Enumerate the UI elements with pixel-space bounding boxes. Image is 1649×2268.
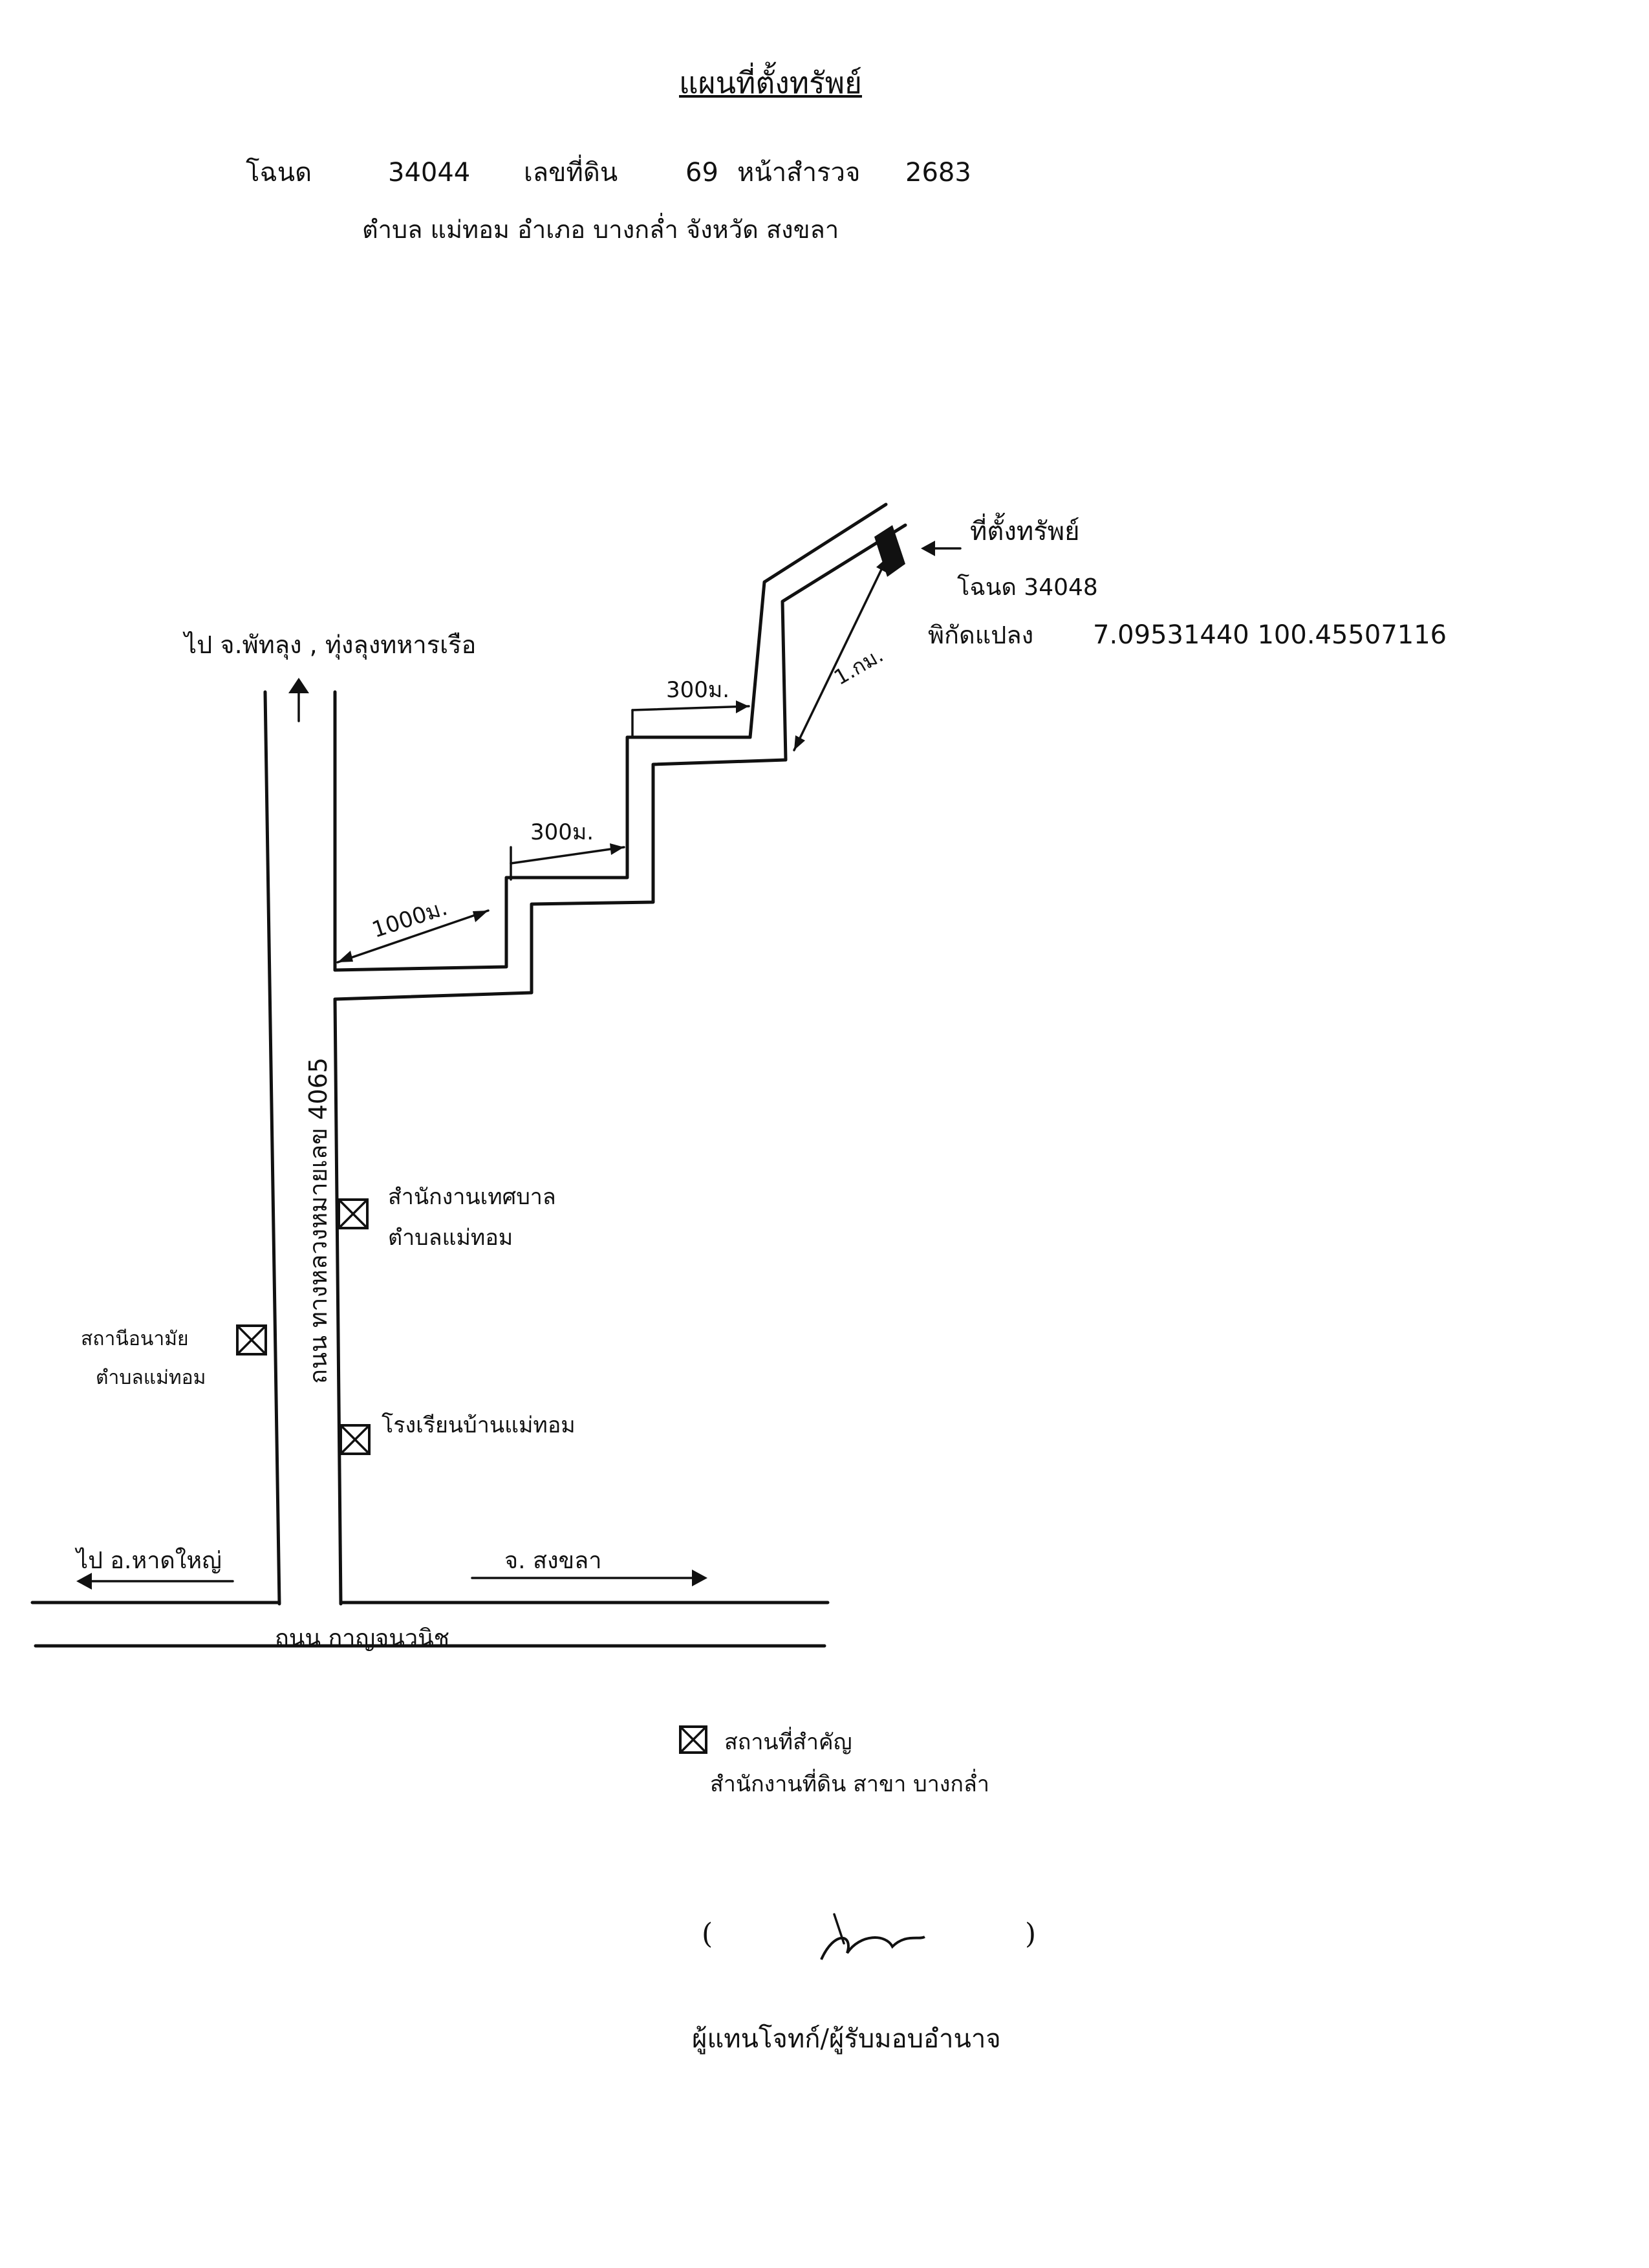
landmark-health-station: สถานีอนามัย ตำบลแม่ทอม xyxy=(81,1324,267,1389)
property-deed: โฉนด 34048 xyxy=(957,574,1098,601)
property-arrow-icon xyxy=(921,541,962,556)
landmark-municipal-office: สำนักงานเทศบาล ตำบลแม่ทอม xyxy=(338,1184,556,1251)
landmark-school: โรงเรียนบ้านแม่ทอม xyxy=(339,1412,576,1455)
page-title: แผนที่ตั้งทรัพย์ xyxy=(679,65,863,100)
landmark-1-line-2: ตำบลแม่ทอม xyxy=(388,1225,513,1251)
segment-300m-upper: 300ม. xyxy=(631,677,750,739)
landmark-2-line-1: สถานีอนามัย xyxy=(81,1328,189,1350)
land-number-label: เลขที่ดิน xyxy=(524,155,618,188)
right-arrow-icon xyxy=(471,1570,707,1586)
header-line-1: โฉนด 34044 เลขที่ดิน 69 หน้าสำรวจ 2683 xyxy=(246,155,971,188)
deed-number: 34044 xyxy=(388,158,470,188)
signature xyxy=(820,1913,925,1960)
highway-4065 xyxy=(263,690,343,1606)
legend-symbol-meaning: สถานที่สำคัญ xyxy=(724,1727,852,1755)
segment-1000m-label: 1000ม. xyxy=(369,895,450,944)
side-road xyxy=(333,502,907,1001)
signature-open-paren: ( xyxy=(702,1917,713,1950)
left-arrow-icon xyxy=(76,1573,234,1590)
main-road-label: ถนน กาญจนวนิช xyxy=(275,1625,449,1652)
landmark-3: โรงเรียนบ้านแม่ทอม xyxy=(382,1412,576,1438)
segment-1000m: 1000ม. xyxy=(336,895,490,964)
property-label: ที่ตั้งทรัพย์ xyxy=(970,512,1080,546)
left-arrow-label: ไป อ.หาดใหญ่ xyxy=(74,1547,222,1574)
landmark-2-line-2: ตำบลแม่ทอม xyxy=(96,1366,206,1389)
up-arrow-icon xyxy=(288,678,309,722)
segment-300m-lower-label: 300ม. xyxy=(530,819,594,845)
survey-page: 2683 xyxy=(905,158,971,188)
segment-300m-upper-label: 300ม. xyxy=(666,677,729,703)
property-marker xyxy=(874,525,905,577)
right-arrow-label: จ. สงขลา xyxy=(504,1548,601,1574)
segment-300m-lower: 300ม. xyxy=(510,819,625,881)
legend: สถานที่สำคัญ สำนักงานที่ดิน สาขา บางกล่ำ xyxy=(679,1725,989,1797)
highway-label: ถนน ทางหลวงหมายเลข 4065 xyxy=(304,1057,332,1384)
deed-prefix: โฉนด xyxy=(246,158,312,188)
distance-1km-label: 1.กม. xyxy=(830,642,887,689)
main-road xyxy=(30,1601,830,1648)
signature-close-paren: ) xyxy=(1025,1917,1037,1950)
legend-office: สำนักงานที่ดิน สาขา บางกล่ำ xyxy=(710,1769,989,1797)
coordinates-label: พิกัดแปลง xyxy=(928,621,1033,649)
land-number: 69 xyxy=(685,158,718,188)
survey-page-label: หน้าสำรวจ xyxy=(737,158,860,188)
north-road-label: ไป จ.พัทลุง , ทุ่งลุงทหารเรือ xyxy=(182,631,476,660)
signature-caption: ผู้แทนโจทก์/ผู้รับมอบอำนาจ xyxy=(692,2024,1001,2054)
landmark-1-line-1: สำนักงานเทศบาล xyxy=(388,1184,556,1210)
header-line-2: ตำบล แม่ทอม อำเภอ บางกล่ำ จังหวัด สงขลา xyxy=(362,213,839,244)
coordinates-value: 7.09531440 100.45507116 xyxy=(1093,620,1447,650)
